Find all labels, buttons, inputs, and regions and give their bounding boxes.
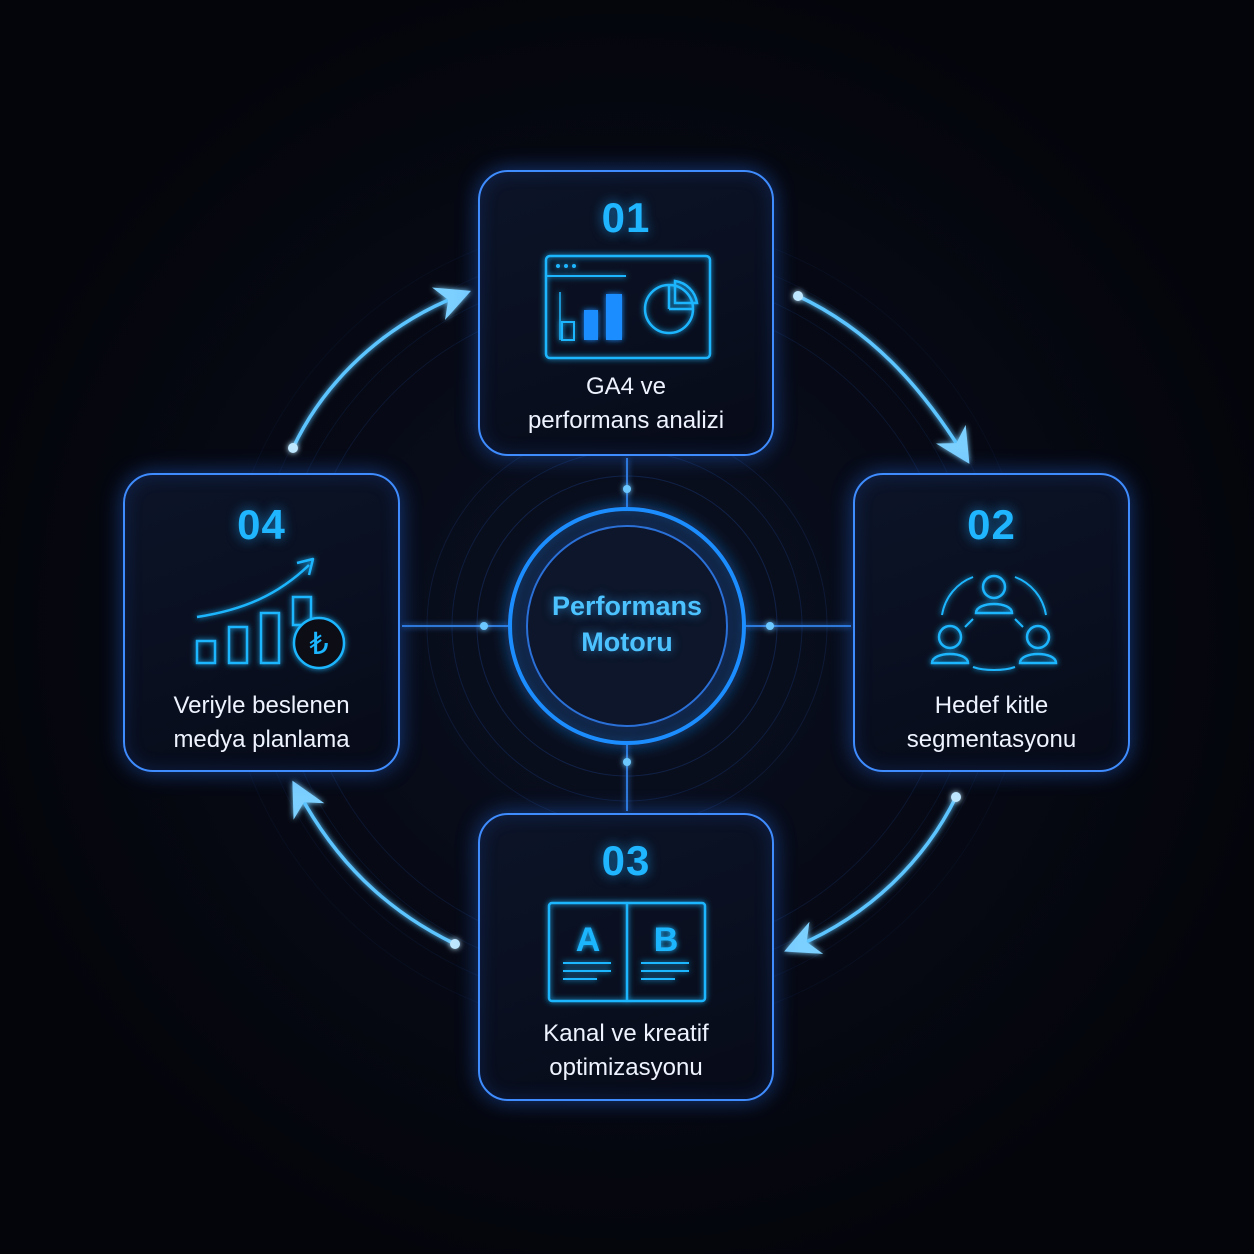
step-number: 02 (967, 501, 1016, 548)
variant-a-label: A (576, 921, 601, 959)
arrow-03-to-04 (292, 780, 456, 946)
arrow-01-to-02 (797, 294, 970, 464)
center-title: Performans Motoru (551, 591, 703, 657)
lira-symbol: ₺ (309, 627, 328, 662)
analytics-dashboard-icon (544, 254, 712, 360)
arrow-start-dots (288, 291, 961, 949)
growth-lira-icon: ₺ (195, 557, 346, 670)
step-label: Kanal ve kreatif optimizasyonu (543, 1020, 709, 1081)
step-card-03: 03 A B Kanal ve kreatif optimizasyonu (478, 813, 774, 1101)
step-label: GA4 ve performans analizi (527, 373, 725, 434)
variant-b-label: B (654, 921, 679, 959)
step-number: 04 (237, 501, 286, 548)
step-number: 03 (601, 837, 651, 884)
step-label: Veriyle beslenen medya planlama (173, 692, 350, 753)
step-card-02: 02 Hedef kitle segmentasyonu (853, 473, 1130, 772)
connector-dots (480, 485, 774, 766)
step-label: Hedef kitle segmentasyonu (906, 692, 1077, 753)
step-card-04: 04 ₺ Veriyle beslenen medya planlama (123, 473, 400, 772)
arrow-04-to-01 (291, 287, 472, 449)
audience-segment-icon (930, 574, 1058, 671)
step-card-01: 01 GA4 ve performans analizi (478, 170, 774, 456)
connectors (402, 458, 851, 811)
arrow-02-to-03 (784, 796, 958, 954)
cycle-arrows (291, 287, 970, 954)
ab-test-icon: A B (547, 901, 707, 1003)
step-number: 01 (601, 194, 651, 241)
center-hub (508, 507, 746, 745)
